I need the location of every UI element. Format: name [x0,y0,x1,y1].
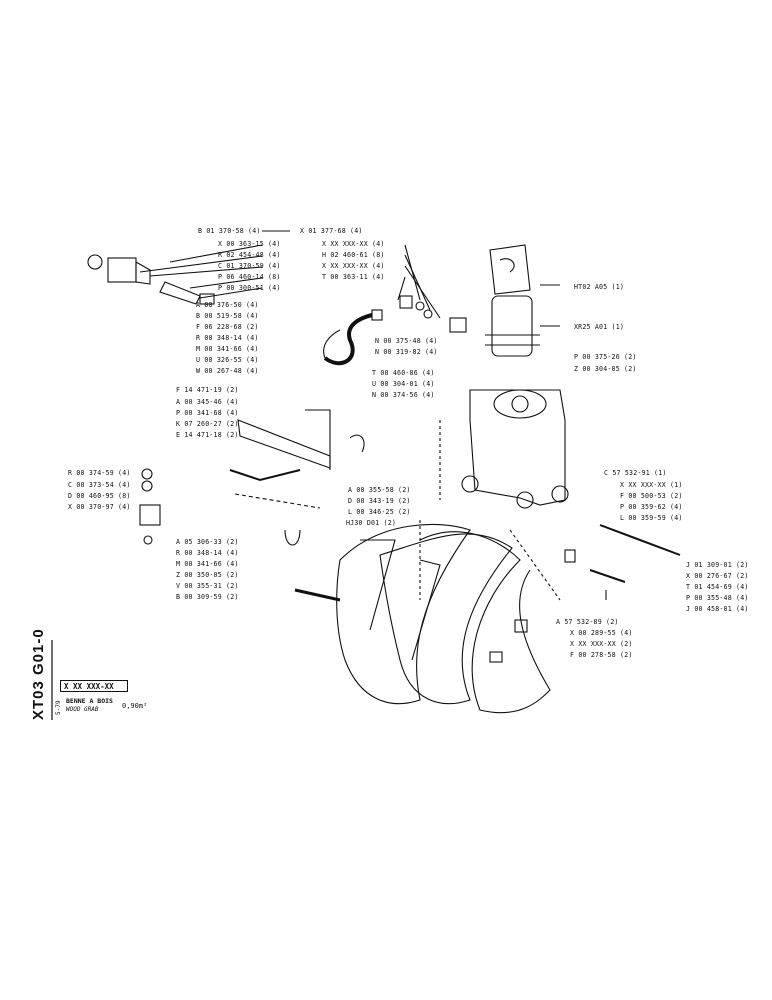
part-number-label: D 00 343-19 (2) [348,497,411,505]
part-number-label: X XX XXX-XX (4) [322,240,385,248]
part-number-label: X XX XXX-XX (4) [322,262,385,270]
title-french: BENNE A BOIS [66,697,113,705]
part-number-label: R 00 374-59 (4) [68,469,131,477]
part-number-label: L 00 359-59 (4) [620,514,683,522]
rotator-body-shape [491,295,533,357]
grab-jaw-right-shape [379,533,513,705]
part-number-label: Z 00 304-05 (2) [574,365,637,373]
part-number-label: A 57 532-89 (2) [556,618,619,626]
part-number-label: X 00 276-67 (2) [686,572,749,580]
part-number-label: R 00 348-14 (4) [176,549,239,557]
part-number-label: P 00 359-62 (4) [620,503,683,511]
part-number-label: U 00 304-01 (4) [372,380,435,388]
part-number-label: C 00 373-54 (4) [68,481,131,489]
part-number-label: X XX XXX-XX (1) [620,481,683,489]
part-number-label: M 00 341-66 (4) [176,560,239,568]
part-number-label: B 01 370-58 (4) [198,227,261,235]
o-ring-shape [87,254,103,270]
part-number-label: F 14 471-19 (2) [176,386,239,394]
part-number-label: T 00 363-11 (4) [322,273,385,281]
cylinder-rod-shape [599,524,681,556]
part-number-label: A 00 355-58 (2) [348,486,411,494]
swivel-bracket-shape [469,389,566,506]
part-number-label: P 06 460-14 (8) [218,273,281,281]
part-number-label: R 02 454-48 (4) [218,251,281,259]
part-number-label: N 00 375-48 (4) [375,337,438,345]
block-fitting-shape [107,257,137,283]
part-number-label: M 00 341-66 (4) [196,345,259,353]
part-number-label: F 00 278-58 (2) [570,651,633,659]
part-number-label: P 00 355-48 (4) [686,594,749,602]
part-number-label-top-center: X 01 377-68 (4) [300,227,363,235]
part-number-label: A 00 345-46 (4) [176,398,239,406]
part-number-label: D 00 460-95 (8) [68,492,131,500]
part-number-label: X 00 289-55 (4) [570,629,633,637]
leader-line [169,244,263,263]
part-number-label: X 00 370-97 (4) [68,503,131,511]
reference-box: X XX XXX-XX [60,680,128,692]
drawing-code: XT03 G01-0 [30,628,47,720]
part-number-label: A 05 306-33 (2) [176,538,239,546]
part-number-label: XR25 A01 (1) [574,323,625,331]
hose-shape [323,313,373,366]
part-number-label: H 02 460-61 (8) [322,251,385,259]
rotator-link-shape [489,244,531,295]
part-number-label: X 00 363-15 (4) [218,240,281,248]
part-number-label: B 00 309-59 (2) [176,593,239,601]
part-number-label: C 57 532-91 (1) [604,469,667,477]
part-number-label: T 00 460-86 (4) [372,369,435,377]
part-number-label: N 00 319-82 (4) [375,348,438,356]
part-number-label: Z 00 350-05 (2) [176,571,239,579]
part-number-label: HJ30 D01 (2) [346,519,397,527]
part-number-label: E 14 471-18 (2) [176,431,239,439]
part-number-label: W 00 267-48 (4) [196,367,259,375]
part-number-label: X XX XXX-XX (2) [570,640,633,648]
title-english: WOOD GRAB [66,706,99,713]
capacity-label: 0,90m² [122,702,148,710]
part-number-label: K 07 260-27 (2) [176,420,239,428]
part-number-label: F 00 500-53 (2) [620,492,683,500]
part-number-label: HT02 A05 (1) [574,283,625,291]
part-number-label: P 00 341-68 (4) [176,409,239,417]
manifold-shape [237,419,331,469]
part-number-label: T 01 454-69 (4) [686,583,749,591]
part-number-label: C 01 370-59 (4) [218,262,281,270]
drawing-subcode: 5-79 [55,700,62,715]
part-number-label: F 06 228-68 (2) [196,323,259,331]
part-number-label: J 00 458-01 (4) [686,605,749,613]
part-number-label: P 00 300-51 (4) [218,284,281,292]
part-number-label: J 01 309-01 (2) [686,561,749,569]
part-number-label: N 00 374-56 (4) [372,391,435,399]
part-number-label: L 00 346-25 (2) [348,508,411,516]
part-number-label: P 00 375-26 (2) [574,353,637,361]
part-number-label: R 00 348-14 (4) [196,334,259,342]
grab-jaw-left-shape [336,523,471,705]
part-number-label: A 00 376-50 (4) [196,301,259,309]
part-number-label: V 00 355-31 (2) [176,582,239,590]
part-number-label: B 00 519-58 (4) [196,312,259,320]
part-number-label: U 00 326-55 (4) [196,356,259,364]
adapter-shape [159,281,201,305]
